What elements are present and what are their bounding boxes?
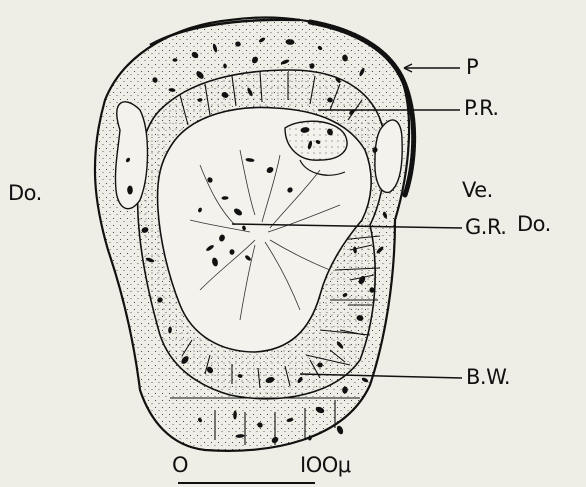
scale-start-label: O [172, 455, 188, 476]
label-do-left: Do. [8, 183, 42, 204]
scale-end-label: IOOμ [300, 455, 351, 476]
label-gr: G.R. [465, 217, 506, 238]
granule [173, 58, 178, 62]
label-pr: P.R. [464, 98, 499, 119]
right-vacuole [375, 120, 402, 192]
label-bw: B.W. [466, 367, 510, 388]
label-ve: Ve. [462, 180, 493, 201]
label-p: P [466, 57, 478, 78]
granule [336, 425, 345, 436]
label-do-right: Do. [517, 214, 551, 235]
